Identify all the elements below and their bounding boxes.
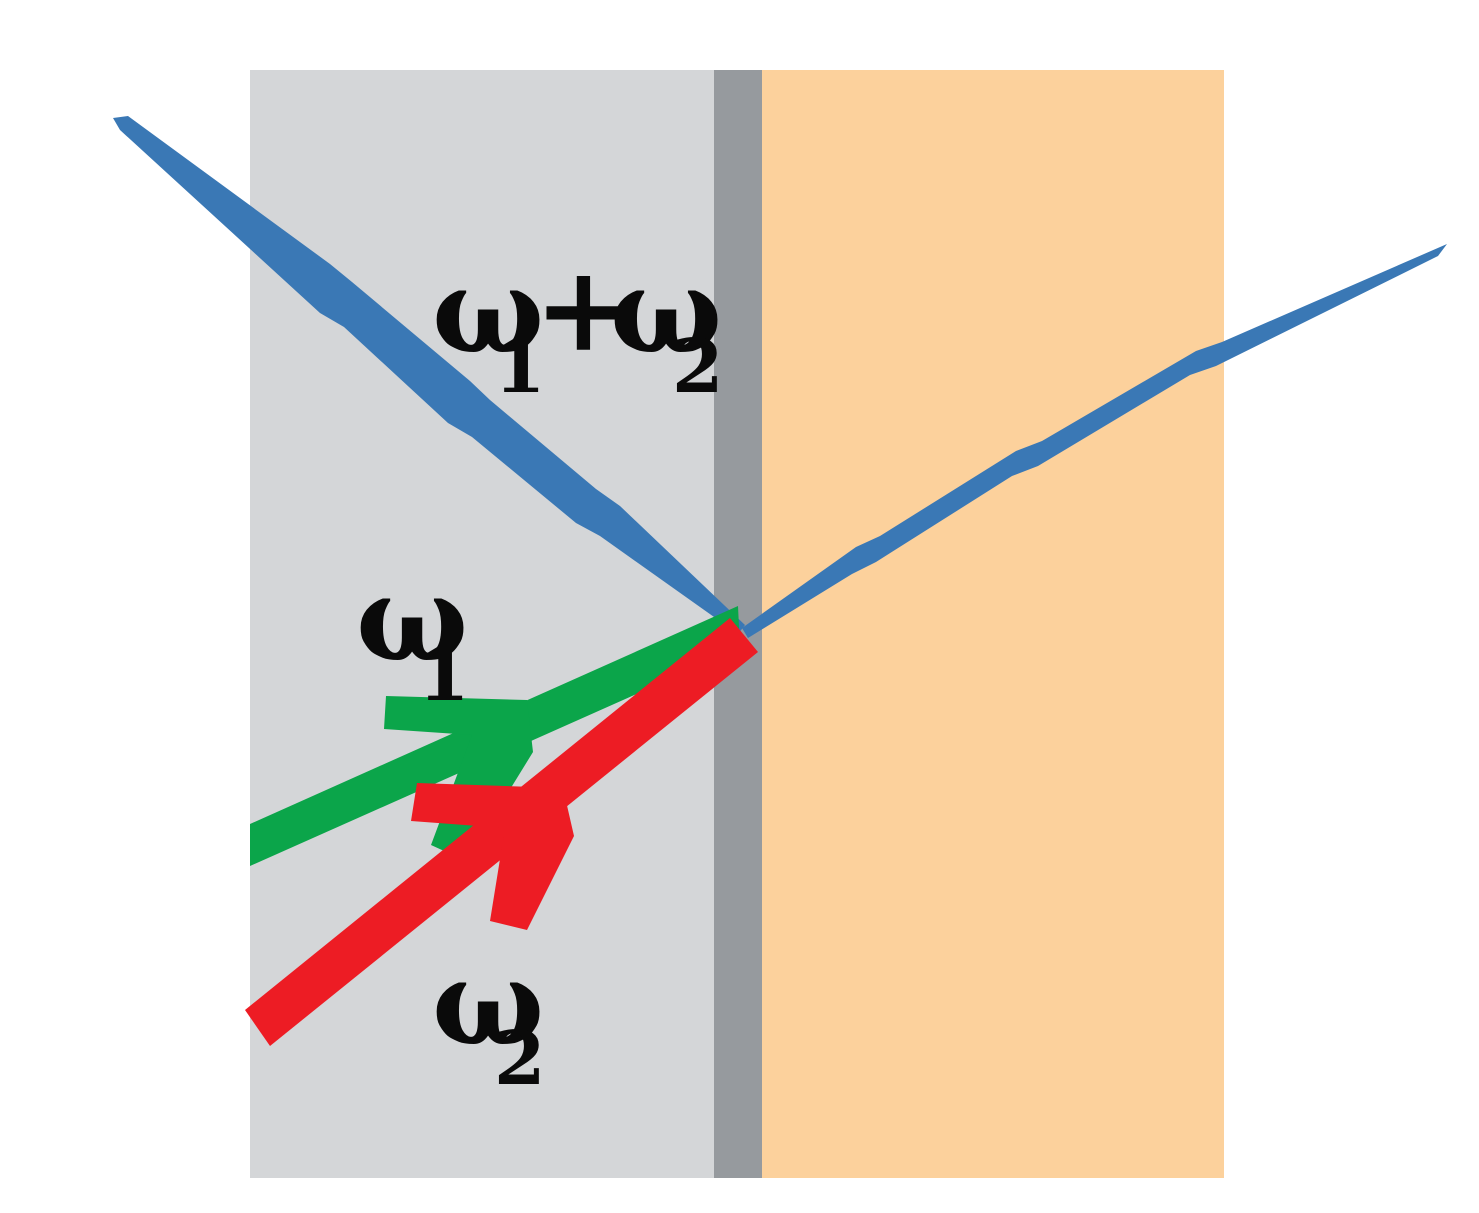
label-omega-2: ω 2: [432, 933, 546, 1102]
label-sum-frequency: ω 1 + ω 2: [432, 239, 724, 410]
beam-sum-frequency-incoming: [113, 116, 745, 634]
label-omega2-subscript: 2: [494, 1016, 546, 1102]
label-sum-omega-base2: ω: [610, 241, 722, 380]
label-sum-omega-base1: ω: [432, 241, 544, 380]
label-omega-1: ω 1: [356, 549, 470, 718]
label-omega1-base: ω: [356, 549, 468, 688]
label-omega1-subscript: 1: [418, 632, 470, 718]
region-right-medium: [762, 70, 1224, 1178]
beam-omega1-arrowhead: [384, 696, 533, 861]
label-sum-subscript-1: 1: [494, 324, 546, 410]
beam-sum-frequency-outgoing: [742, 244, 1447, 638]
label-sum-subscript-2: 2: [672, 324, 724, 410]
label-omega2-base: ω: [432, 933, 544, 1072]
beam-omega2-shaft: [245, 618, 758, 1046]
label-sum-plus-sign: +: [534, 239, 633, 378]
beam-omega2-arrowhead: [411, 783, 574, 930]
